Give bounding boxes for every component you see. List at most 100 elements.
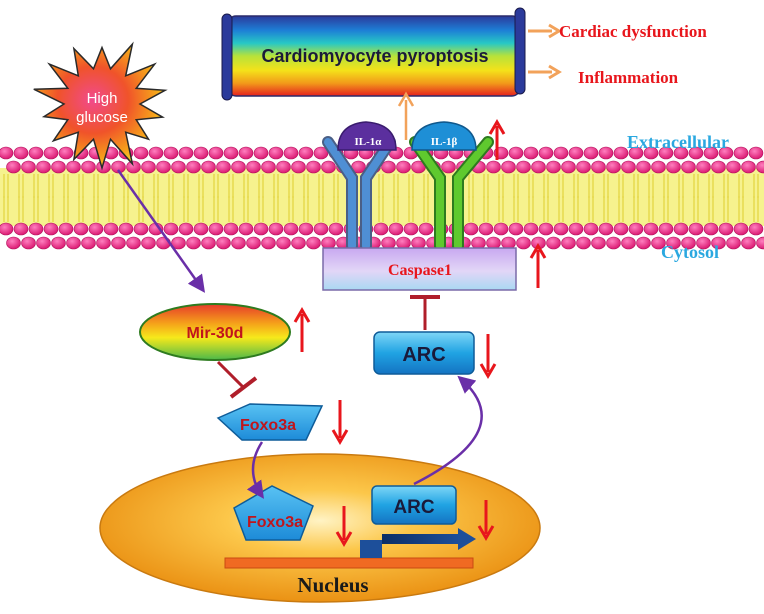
lipid-head [531,160,546,174]
lipid-head [643,146,659,160]
lipid-head [748,146,764,160]
lipid-head [96,236,111,250]
lipid-head [748,222,764,236]
lipid-head [163,222,179,236]
lipid-head [58,146,74,160]
lipid-head [81,160,96,174]
lipid-head [396,160,411,174]
lipid-head [673,222,689,236]
lipid-head [568,222,584,236]
lipid-head [463,222,479,236]
lipid-head [253,222,269,236]
up-arrow-icon [488,119,506,160]
lipid-head [576,236,591,250]
lipid-head [321,160,336,174]
lipid-head [276,160,291,174]
lipid-head [66,160,81,174]
lipid-head [291,236,306,250]
lipid-head [193,146,209,160]
lipid-head [36,160,51,174]
foxo3a-nucleus-label: Foxo3a [247,514,303,531]
starburst-icon [33,41,168,171]
lipid-head [223,222,239,236]
lipid-head [133,146,149,160]
lipid-head [666,160,681,174]
caspase1-label: Caspase1 [388,262,452,279]
lipid-head [313,146,329,160]
lipid-head [703,222,719,236]
lipid-head [298,146,314,160]
lipid-head [403,222,419,236]
foxo3a-cytosol: Foxo3a [216,403,324,441]
lipid-head [103,222,119,236]
lipid-head [583,222,599,236]
lipid-head [606,160,621,174]
lipid-head [561,236,576,250]
arc-export-arrow [413,375,483,486]
lipid-head [441,160,456,174]
lipid-head [606,236,621,250]
lipid-head [306,160,321,174]
lipid-head [493,222,509,236]
lipid-head [598,146,614,160]
lipid-head [741,160,756,174]
lipid-head [373,222,389,236]
il1-beta-ligand: IL-1β [411,121,477,151]
lipid-head [553,146,569,160]
lipid-head [0,222,14,236]
down-arrow-icon [477,500,495,541]
lipid-head [726,160,741,174]
lipid-heads-bottom [0,222,764,250]
down-arrow-icon [335,506,353,547]
lipid-head [666,236,681,250]
lipid-head [283,222,299,236]
il1-alpha-ligand: IL-1α [337,121,397,151]
lipid-head [628,146,644,160]
lipid-head [523,222,539,236]
nucleus-label: Nucleus [297,573,368,597]
high-glucose-starburst: High glucose [33,41,168,171]
lipid-head [696,160,711,174]
lipid-head [418,222,434,236]
inflammation-label: Inflammation [578,68,679,87]
lipid-head [711,236,726,250]
lipid-head [231,236,246,250]
lipid-head [268,146,284,160]
lipid-head [58,222,74,236]
lipid-head [688,222,704,236]
cytosol-label: Cytosol [661,242,719,262]
lipid-head [88,222,104,236]
lipid-head [508,222,524,236]
lipid-head [313,222,329,236]
mir30d-label: Mir-30d [187,325,244,342]
lipid-head [576,160,591,174]
lipid-head [478,222,494,236]
lipid-head [163,146,179,160]
lipid-head [703,146,719,160]
lipid-head [133,222,149,236]
lipid-head [636,160,651,174]
lipid-head [591,160,606,174]
lipid-head [231,160,246,174]
lipid-head [148,146,164,160]
lipid-head [261,160,276,174]
lipid-head [51,236,66,250]
lipid-head [238,146,254,160]
lipid-head [28,222,44,236]
lipid-head [171,160,186,174]
lipid-head [591,236,606,250]
lipid-head [741,236,756,250]
nucleus: Nucleus [99,453,541,603]
lipid-head [718,222,734,236]
lipid-head [201,160,216,174]
lipid-head [516,236,531,250]
lipid-head [718,146,734,160]
lipid-head [621,236,636,250]
lipid-head [621,160,636,174]
lipid-head [276,236,291,250]
il1-alpha-label: IL-1α [355,136,383,148]
lipid-head [726,236,741,250]
foxo3a-cytosol-label: Foxo3a [240,417,296,434]
gene-promoter-arrow-icon [360,528,476,558]
lipid-head [501,160,516,174]
